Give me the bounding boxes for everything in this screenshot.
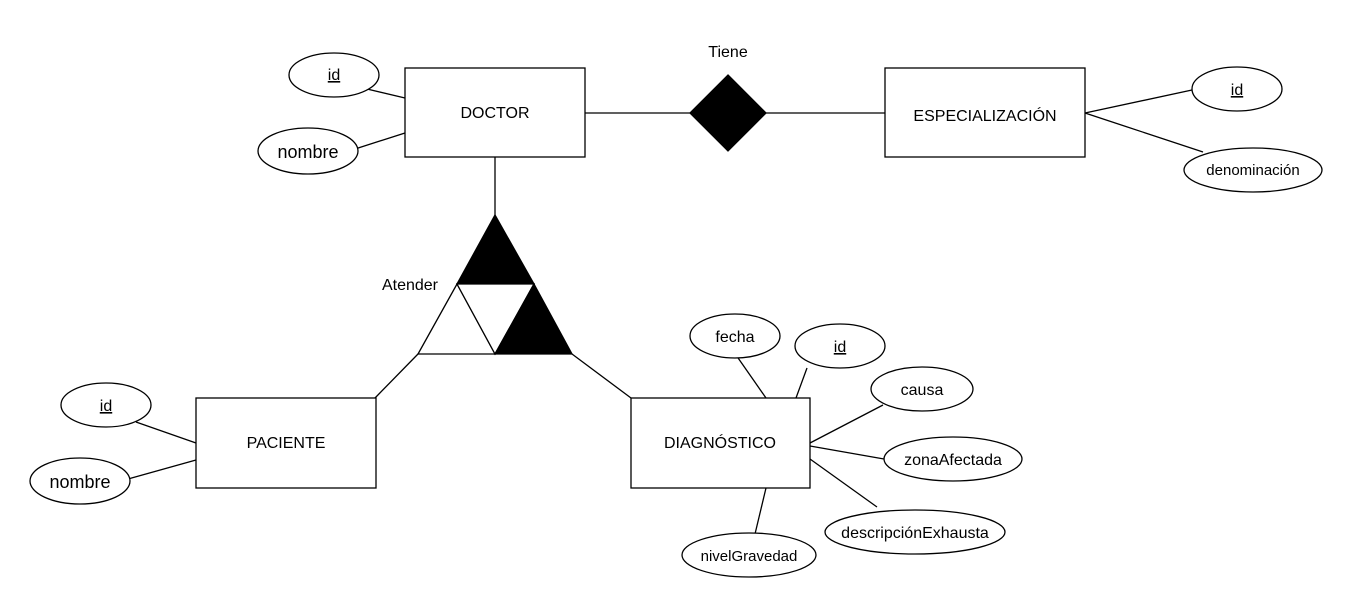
entity-especializacion[interactable]: ESPECIALIZACIÓN	[884, 67, 1086, 158]
line-paciente-nombre	[127, 459, 197, 480]
line-diag-nivel	[754, 487, 767, 535]
line-diag-descripcion	[809, 458, 878, 508]
attribute-especializacion-denominacion[interactable]: denominación	[1183, 147, 1323, 193]
attribute-diagnostico-descripcionexhausta-label: descripciónExhausta	[841, 525, 989, 542]
line-atender-diagnostico	[571, 353, 632, 399]
entity-paciente[interactable]: PACIENTE	[195, 397, 377, 489]
attribute-diagnostico-id[interactable]: id	[794, 323, 886, 369]
entity-paciente-label: PACIENTE	[247, 435, 326, 452]
attribute-doctor-id-label: id	[328, 67, 340, 84]
line-esp-id	[1084, 89, 1193, 114]
line-atender-paciente	[374, 353, 419, 399]
relationship-atender-label: Atender	[382, 277, 439, 294]
relationship-tiene-diamond	[689, 74, 767, 152]
attribute-diagnostico-descripcionexhausta[interactable]: descripciónExhausta	[824, 509, 1006, 555]
line-diag-zona	[809, 445, 885, 460]
line-diag-id	[795, 367, 808, 399]
line-diag-fecha	[735, 354, 767, 399]
line-diag-causa	[809, 404, 884, 444]
attribute-paciente-nombre-label: nombre	[49, 472, 110, 492]
line-esp-denominacion	[1084, 112, 1204, 153]
attribute-diagnostico-zonaafectada[interactable]: zonaAfectada	[883, 436, 1023, 482]
attribute-diagnostico-fecha-label: fecha	[715, 329, 754, 346]
line-doctor-id	[366, 88, 406, 99]
relationship-tiene[interactable]: Tiene	[689, 44, 767, 152]
attribute-doctor-nombre-label: nombre	[277, 142, 338, 162]
atender-top-triangle	[455, 213, 536, 285]
attribute-diagnostico-causa[interactable]: causa	[870, 366, 974, 412]
line-doctor-nombre	[354, 132, 406, 150]
attribute-diagnostico-nivelgravedad[interactable]: nivelGravedad	[681, 532, 817, 578]
connectors	[127, 88, 1204, 535]
relationship-atender[interactable]: Atender	[382, 213, 574, 356]
entity-doctor-label: DOCTOR	[460, 105, 529, 122]
entity-especializacion-label: ESPECIALIZACIÓN	[913, 106, 1056, 125]
attribute-doctor-nombre[interactable]: nombre	[257, 127, 359, 175]
atender-right-triangle	[493, 282, 574, 355]
attribute-diagnostico-fecha[interactable]: fecha	[689, 313, 781, 359]
relationship-tiene-label: Tiene	[708, 44, 748, 61]
entity-diagnostico-label: DIAGNÓSTICO	[664, 433, 776, 452]
attribute-especializacion-id-label: id	[1231, 82, 1243, 99]
attribute-diagnostico-causa-label: causa	[901, 382, 944, 399]
attribute-paciente-id[interactable]: id	[60, 382, 152, 428]
attribute-diagnostico-zonaafectada-label: zonaAfectada	[904, 452, 1002, 469]
attribute-paciente-id-label: id	[100, 398, 112, 415]
attribute-diagnostico-nivelgravedad-label: nivelGravedad	[701, 548, 798, 565]
attribute-paciente-nombre[interactable]: nombre	[29, 457, 131, 505]
line-paciente-id	[135, 421, 197, 444]
entity-doctor[interactable]: DOCTOR	[404, 67, 586, 158]
attribute-especializacion-denominacion-label: denominación	[1206, 162, 1299, 179]
attribute-doctor-id[interactable]: id	[288, 52, 380, 98]
attribute-diagnostico-id-label: id	[834, 339, 846, 356]
entity-diagnostico[interactable]: DIAGNÓSTICO	[630, 397, 811, 489]
attribute-especializacion-id[interactable]: id	[1191, 66, 1283, 112]
